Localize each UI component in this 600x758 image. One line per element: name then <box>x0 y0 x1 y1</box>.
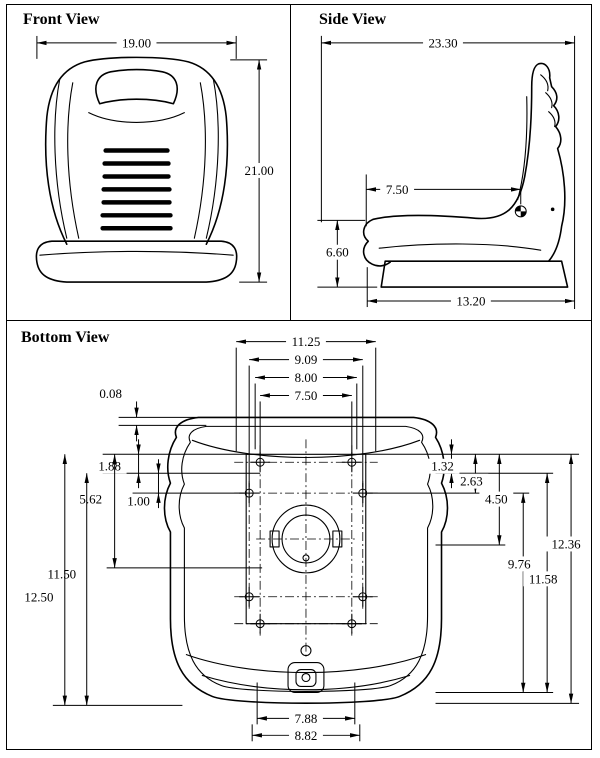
dim-label-1-32: 1.32 <box>425 459 460 474</box>
dim-label-23-30: 23.30 <box>423 35 463 50</box>
cushion-nose <box>362 218 391 267</box>
svg-text:7.50: 7.50 <box>295 388 318 403</box>
latch-detail <box>287 662 325 694</box>
drawing-sheet: Front View <box>6 4 592 750</box>
headrest-opening <box>95 68 178 105</box>
dim-label-11-25: 11.25 <box>286 334 326 349</box>
dim-label-1-88: 1.88 <box>92 459 127 474</box>
dim-label-11-58: 11.58 <box>523 571 564 586</box>
dim-label-6-60: 6.60 <box>320 245 355 260</box>
seat-back-outline <box>44 56 229 246</box>
dim-label-11-50: 11.50 <box>41 566 82 581</box>
front-seat <box>35 56 238 283</box>
dim-label-2-63: 2.63 <box>454 474 489 489</box>
bottom-view-title: Bottom View <box>19 329 112 347</box>
svg-text:5.62: 5.62 <box>79 492 102 507</box>
dim-label-8-82: 8.82 <box>289 728 323 743</box>
dim-label-19-00: 19.00 <box>116 35 157 50</box>
dim-label-1-00: 1.00 <box>121 494 156 509</box>
front-view-drawing: 19.00 21.00 <box>35 35 280 283</box>
svg-text:11.58: 11.58 <box>529 571 558 586</box>
svg-text:19.00: 19.00 <box>122 35 151 50</box>
seat-base <box>380 260 569 288</box>
backrest-slats <box>100 148 173 231</box>
bottom-dimensions-bottom: 7.88 8.82 <box>251 682 361 743</box>
dim-label-8-00: 8.00 <box>289 370 323 385</box>
dim-label-9-76: 9.76 <box>502 556 537 571</box>
front-view-panel: Front View <box>7 5 291 320</box>
svg-text:2.63: 2.63 <box>460 474 483 489</box>
side-dimensions: 23.30 7.50 6.60 <box>317 35 576 310</box>
svg-text:8.82: 8.82 <box>295 728 318 743</box>
dim-label-13-20: 13.20 <box>450 294 491 309</box>
svg-text:1.88: 1.88 <box>98 459 121 474</box>
dim-label-4-50: 4.50 <box>479 492 514 507</box>
bottom-view-panel: Bottom View <box>7 321 591 748</box>
svg-text:23.30: 23.30 <box>428 35 457 50</box>
dim-label-7-50: 7.50 <box>289 388 323 403</box>
centerlines <box>234 439 378 657</box>
side-view-panel: Side View <box>291 5 591 320</box>
svg-text:4.50: 4.50 <box>485 492 508 507</box>
svg-text:11.50: 11.50 <box>47 566 76 581</box>
svg-text:1.00: 1.00 <box>127 494 150 509</box>
bottom-dimensions-left: 0.08 1.88 5.62 <box>18 386 263 706</box>
side-seat <box>362 62 569 288</box>
dim-label-5-62: 5.62 <box>73 492 108 507</box>
pivot-marker <box>514 205 527 218</box>
svg-text:9.76: 9.76 <box>508 556 531 571</box>
dim-label-0-08: 0.08 <box>93 386 128 401</box>
dim-label-7-50: 7.50 <box>380 182 415 197</box>
svg-text:7.88: 7.88 <box>295 711 318 726</box>
dim-label-7-88: 7.88 <box>289 711 323 726</box>
front-view-title: Front View <box>21 11 102 29</box>
front-dimensions: 19.00 21.00 <box>36 35 280 283</box>
svg-text:7.50: 7.50 <box>386 182 409 197</box>
bottom-seat <box>163 416 449 704</box>
svg-text:11.25: 11.25 <box>292 334 321 349</box>
bottom-dimensions-right: 1.32 2.63 4.50 9.76 <box>365 439 587 704</box>
svg-text:9.09: 9.09 <box>295 352 318 367</box>
svg-text:12.36: 12.36 <box>552 536 582 551</box>
svg-text:13.20: 13.20 <box>456 294 485 309</box>
side-view-drawing: 23.30 7.50 6.60 <box>317 35 576 310</box>
seat-cushion <box>35 240 238 283</box>
bottom-view-drawing: 11.25 9.09 8.00 7.50 <box>18 334 587 743</box>
bottom-dimensions-top: 11.25 9.09 8.00 7.50 <box>235 334 377 488</box>
side-view-title: Side View <box>317 11 389 29</box>
svg-text:12.50: 12.50 <box>24 589 53 604</box>
dim-label-21-00: 21.00 <box>239 163 280 178</box>
svg-text:0.08: 0.08 <box>99 386 122 401</box>
bolt-dot <box>550 207 555 212</box>
svg-text:8.00: 8.00 <box>295 370 318 385</box>
dim-label-9-09: 9.09 <box>289 352 323 367</box>
svg-text:1.32: 1.32 <box>431 459 454 474</box>
seat-profile-outline <box>372 62 566 262</box>
top-row: Front View <box>7 5 591 321</box>
dim-label-12-50: 12.50 <box>18 589 59 604</box>
svg-text:21.00: 21.00 <box>245 163 274 178</box>
svg-text:6.60: 6.60 <box>326 245 349 260</box>
dim-label-12-36: 12.36 <box>546 536 587 551</box>
